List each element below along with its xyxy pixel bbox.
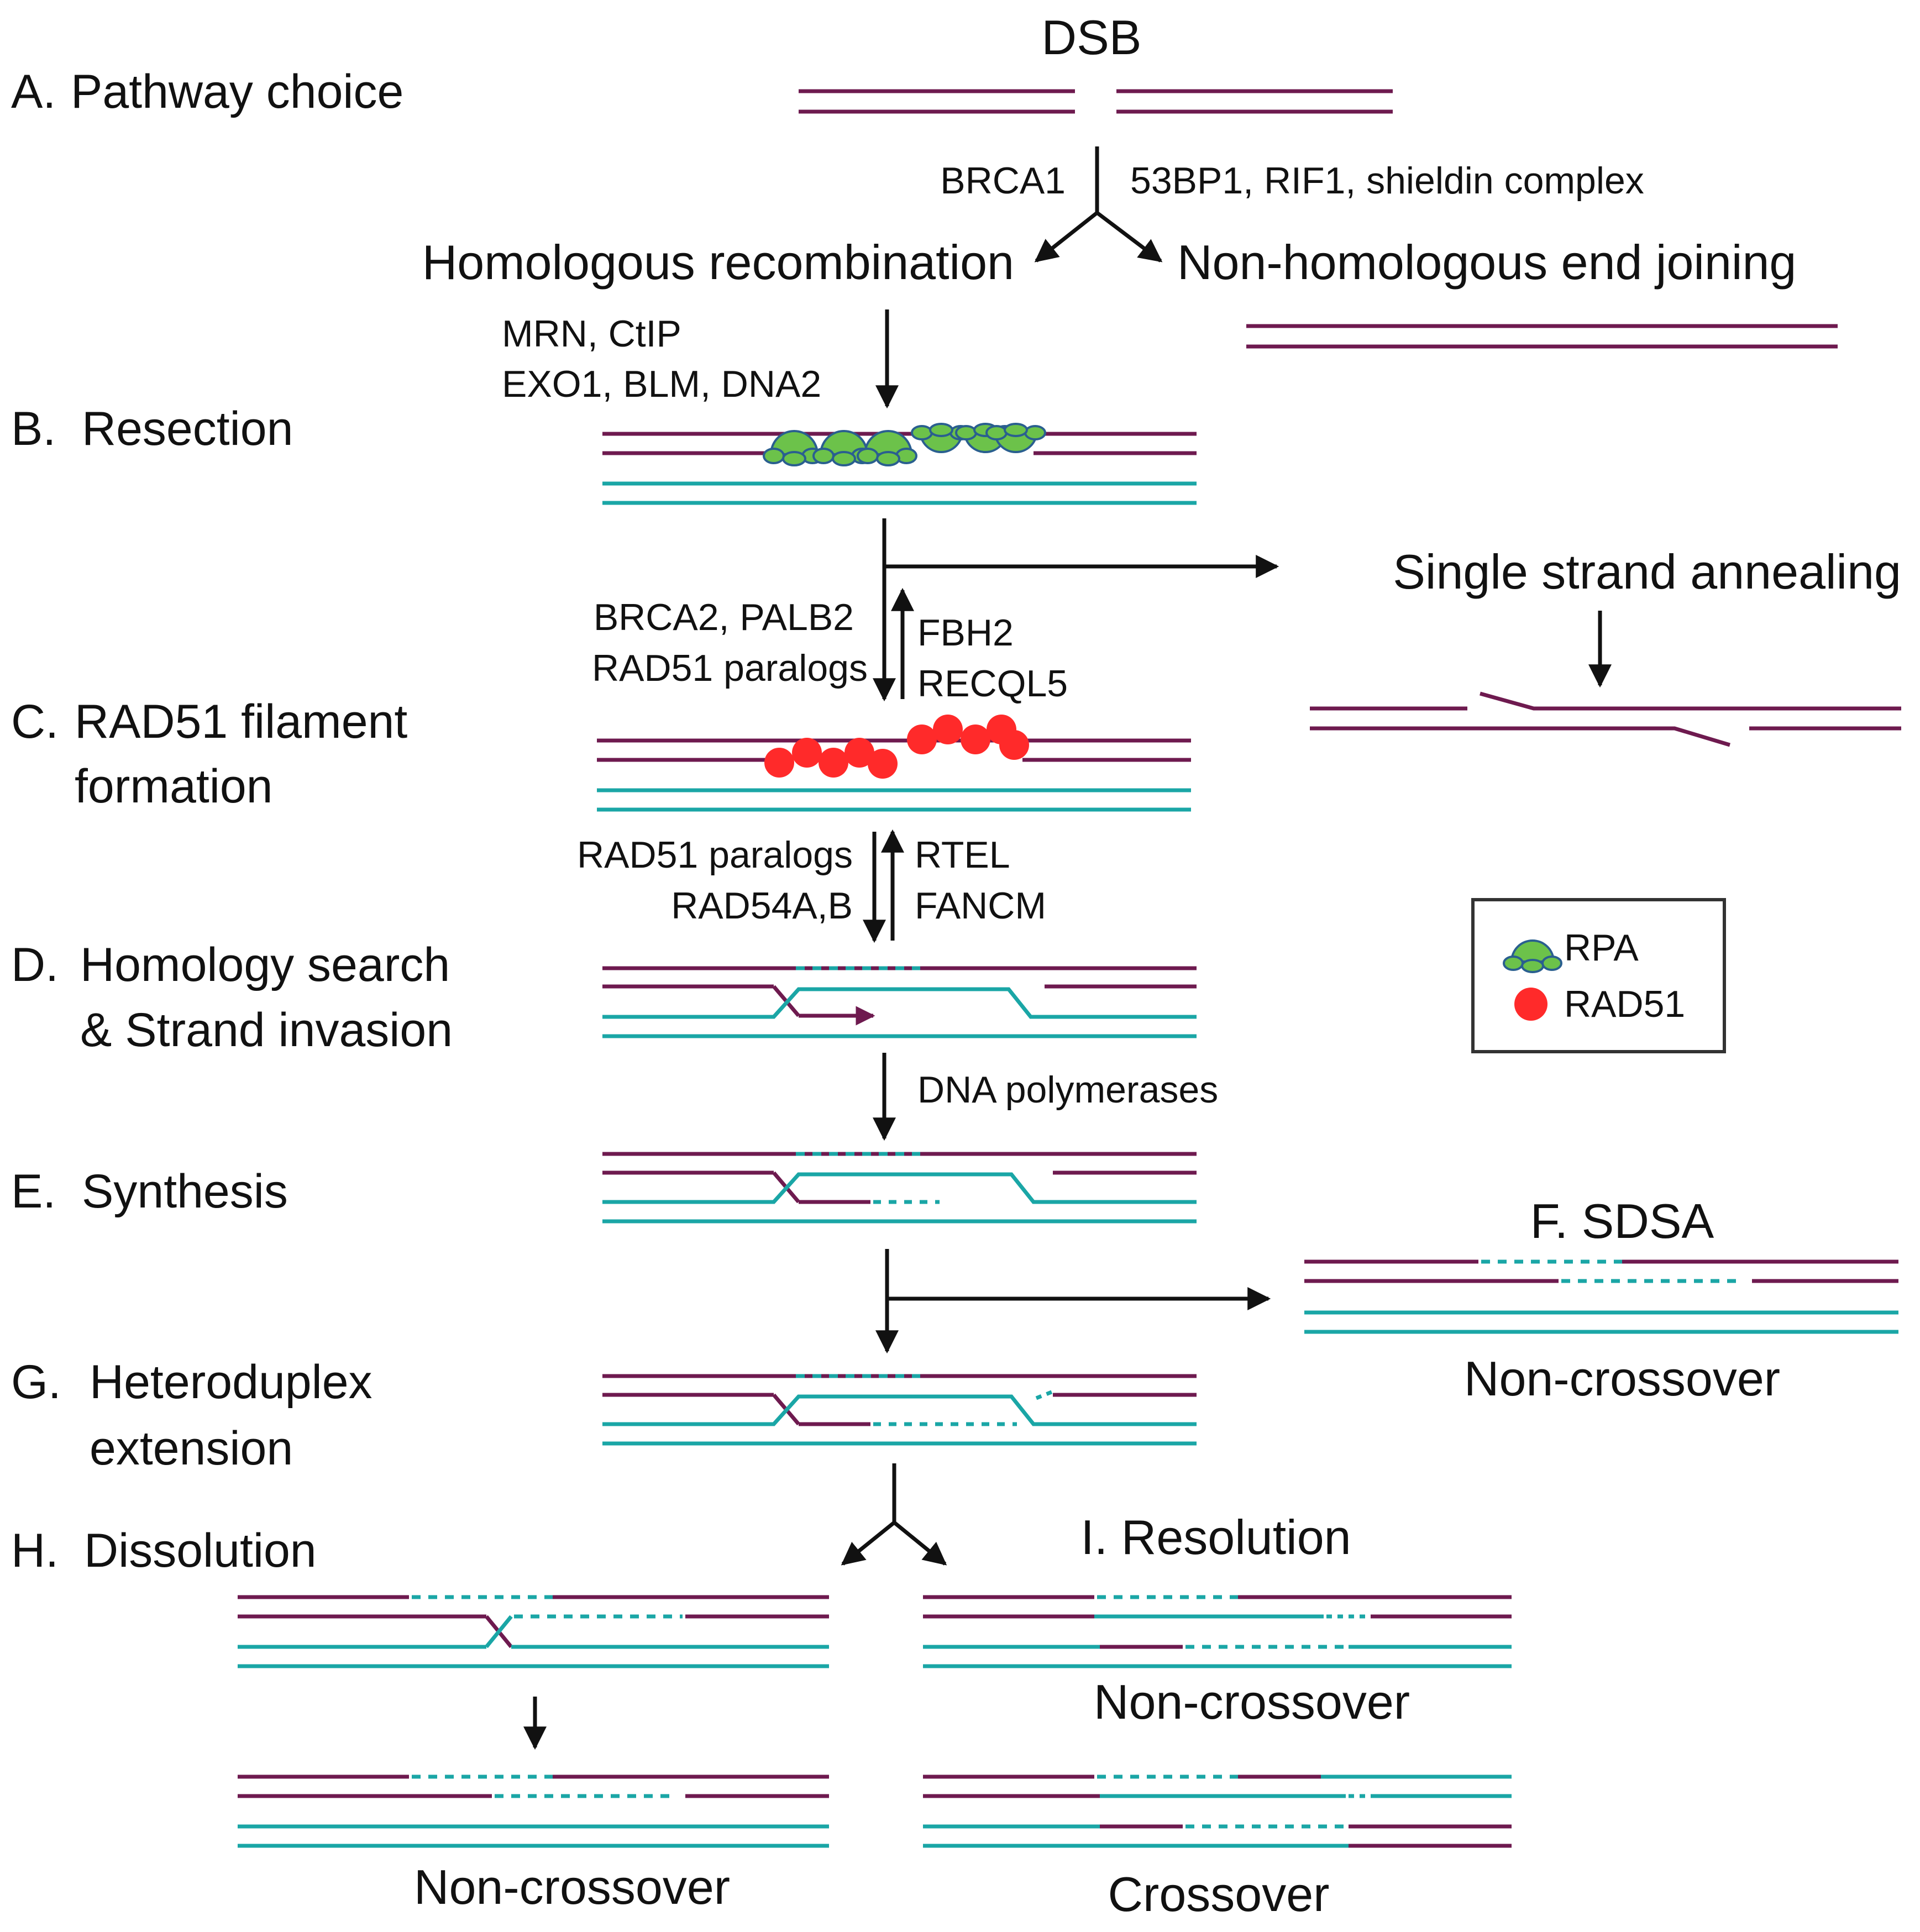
factor-invasion-2: RAD54A,B xyxy=(671,885,853,927)
dsb-title: DSB xyxy=(1042,10,1142,65)
step-c-label-1: RAD51 filament xyxy=(75,695,407,748)
dna-resolution-noncrossover xyxy=(923,1595,1512,1668)
pathway-hr: Homologous recombination xyxy=(422,235,1014,290)
step-g-letter: G. xyxy=(11,1356,61,1409)
legend-rpa-label: RPA xyxy=(1564,927,1639,969)
step-b-label: Resection xyxy=(82,402,293,455)
factor-antirec-2a: RTEL xyxy=(915,834,1010,876)
step-h-label: Dissolution xyxy=(84,1524,317,1577)
pathway-nhej: Non-homologous end joining xyxy=(1177,235,1796,290)
rad51-dot-icon xyxy=(819,748,848,778)
rpa-trimer-icon xyxy=(763,430,823,466)
rpa-trimer-icon xyxy=(1503,939,1562,973)
rpa-trimer-icon xyxy=(911,423,972,453)
rad51-dot-icon xyxy=(1514,988,1547,1021)
dna-heteroduplex-extension xyxy=(602,1374,1197,1446)
rpa-trimer-icon xyxy=(857,430,917,466)
legend: RPA RAD51 xyxy=(1471,898,1726,1053)
step-d-letter: D. xyxy=(11,938,59,991)
step-c-label-2: formation xyxy=(75,760,273,813)
step-e-letter: E. xyxy=(11,1165,56,1218)
step-d-label-2: & Strand invasion xyxy=(80,1004,453,1057)
factor-nhej: 53BP1, RIF1, shieldin complex xyxy=(1130,160,1644,202)
factor-invasion-1: RAD51 paralogs xyxy=(577,834,853,876)
outcome-resolution-crossover: Crossover xyxy=(1108,1867,1330,1922)
dna-dissolution-intermediate xyxy=(238,1595,829,1668)
outcome-sdsa-noncrossover: Non-crossover xyxy=(1464,1351,1780,1406)
factor-filament-2: RAD51 paralogs xyxy=(592,647,868,689)
pathway-ssa: Single strand annealing xyxy=(1393,544,1901,599)
flow-arrows xyxy=(523,146,1612,1750)
rad51-dot-icon xyxy=(961,725,990,754)
rad51-dot-icon xyxy=(933,715,963,744)
rpa-coating xyxy=(763,423,1046,466)
factor-brca1: BRCA1 xyxy=(940,160,1066,202)
rad51-dot-icon xyxy=(792,738,822,768)
dna-strand-invasion xyxy=(602,966,1197,1038)
step-g-label-2: extension xyxy=(90,1422,293,1475)
dna-dissolution-product xyxy=(238,1775,829,1848)
step-e-label: Synthesis xyxy=(82,1165,288,1218)
legend-rad51-label: RAD51 xyxy=(1564,983,1685,1025)
dna-filament xyxy=(597,738,1191,812)
rpa-trimer-icon xyxy=(985,423,1046,453)
outcome-resolution-noncrossover: Non-crossover xyxy=(1094,1674,1410,1729)
dna-sdsa-product xyxy=(1304,1259,1898,1334)
step-f-label: F. SDSA xyxy=(1530,1194,1714,1248)
outcome-dissolution-noncrossover: Non-crossover xyxy=(414,1860,730,1914)
step-a-label: Pathway choice xyxy=(71,65,403,118)
rad51-coating xyxy=(764,715,1029,779)
step-b-letter: B. xyxy=(11,402,56,455)
rad51-dot-icon xyxy=(764,748,794,778)
dna-dsb xyxy=(799,89,1393,114)
factor-filament-1: BRCA2, PALB2 xyxy=(594,596,854,638)
rad51-dot-icon xyxy=(907,725,937,754)
dna-resolution-crossover xyxy=(923,1775,1512,1848)
step-i-label: I. Resolution xyxy=(1080,1510,1351,1565)
rad51-dot-icon xyxy=(844,738,874,768)
factor-antirec-1b: RECQL5 xyxy=(917,663,1068,705)
rad51-dot-icon xyxy=(868,749,898,779)
dna-ssa-product xyxy=(1310,691,1901,747)
dna-nhej-repaired xyxy=(1246,324,1838,349)
step-a-letter: A. xyxy=(11,65,56,118)
step-g-label-1: Heteroduplex xyxy=(90,1356,373,1409)
dna-synthesis xyxy=(602,1152,1197,1224)
legend-box xyxy=(1471,898,1726,1053)
factor-antirec-1a: FBH2 xyxy=(917,612,1014,654)
step-d-label-1: Homology search xyxy=(80,938,450,991)
factor-antirec-2b: FANCM xyxy=(915,885,1046,927)
step-h-letter: H. xyxy=(11,1524,59,1577)
step-c-letter: C. xyxy=(11,695,59,748)
factor-polymerases: DNA polymerases xyxy=(917,1069,1218,1111)
factor-resection-1: MRN, CtIP xyxy=(502,313,681,355)
rad51-dot-icon xyxy=(999,730,1029,760)
factor-resection-2: EXO1, BLM, DNA2 xyxy=(502,363,821,405)
